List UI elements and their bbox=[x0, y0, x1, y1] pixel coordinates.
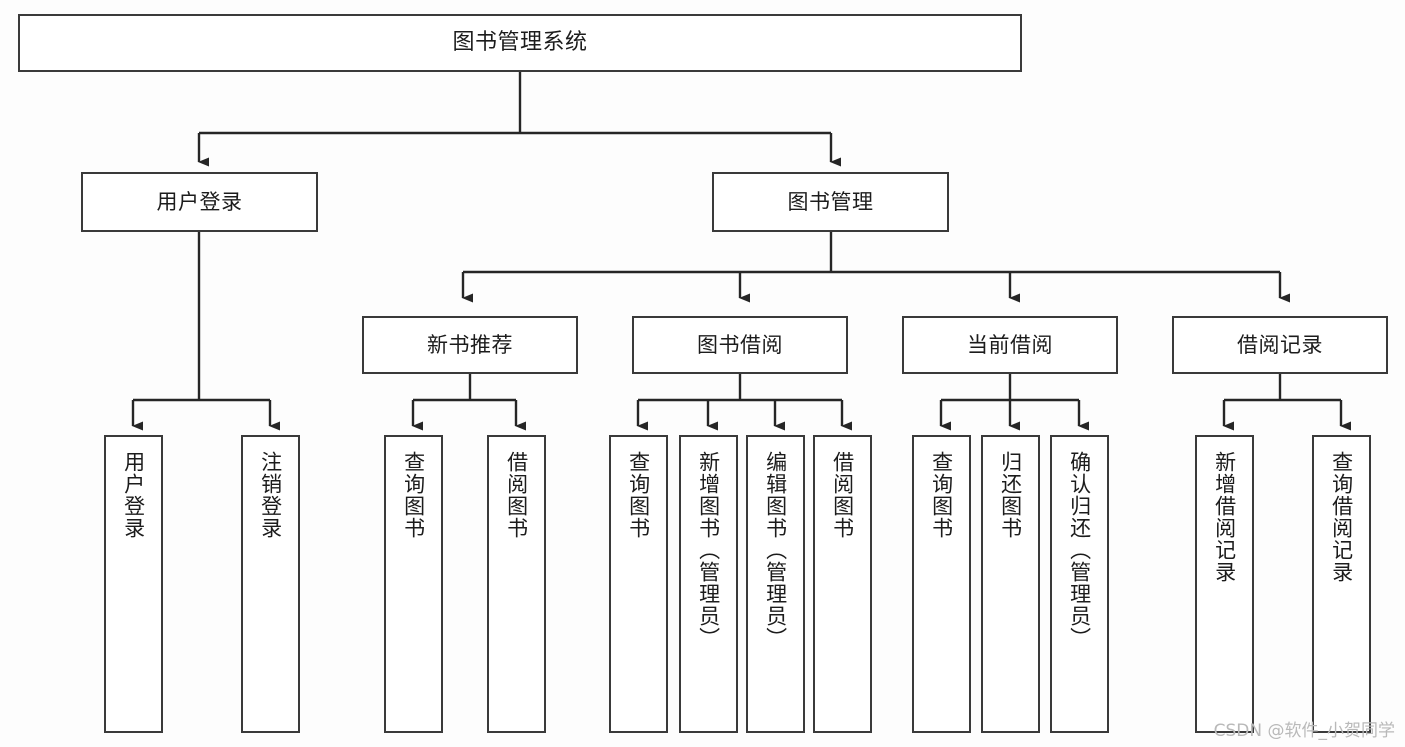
node-label: 用户登录 bbox=[156, 189, 243, 214]
leaf-confirm-return-admin[interactable]: 确认归还（管理员） bbox=[1050, 435, 1109, 733]
leaf-query-book-newbook[interactable]: 查询图书 bbox=[384, 435, 443, 733]
node-label: 新书推荐 bbox=[427, 332, 513, 357]
leaf-borrow-book[interactable]: 借阅图书 bbox=[813, 435, 872, 733]
node-label: 图书管理系统 bbox=[452, 30, 588, 56]
node-label: 归还图书 bbox=[998, 451, 1023, 539]
leaf-add-borrow-record[interactable]: 新增借阅记录 bbox=[1195, 435, 1254, 733]
node-label: 查询图书 bbox=[929, 451, 954, 539]
node-label: 查询图书 bbox=[401, 451, 426, 539]
node-label: 查询借阅记录 bbox=[1329, 451, 1354, 583]
node-label: 用户登录 bbox=[121, 451, 146, 539]
node-label: 借阅记录 bbox=[1237, 332, 1323, 357]
node-label: 当前借阅 bbox=[967, 332, 1053, 357]
node-book-management[interactable]: 图书管理 bbox=[712, 172, 949, 232]
leaf-query-book-current[interactable]: 查询图书 bbox=[912, 435, 971, 733]
node-label: 查询图书 bbox=[626, 451, 651, 539]
leaf-return-book[interactable]: 归还图书 bbox=[981, 435, 1040, 733]
leaf-borrow-book-newbook[interactable]: 借阅图书 bbox=[487, 435, 546, 733]
leaf-add-book-admin[interactable]: 新增图书（管理员） bbox=[679, 435, 738, 733]
node-label: 编辑图书（管理员） bbox=[763, 451, 788, 649]
node-label: 图书管理 bbox=[787, 189, 874, 214]
node-label: 新增图书（管理员） bbox=[696, 451, 721, 649]
node-current-borrow[interactable]: 当前借阅 bbox=[902, 316, 1118, 374]
node-book-borrow[interactable]: 图书借阅 bbox=[632, 316, 848, 374]
node-label: 图书借阅 bbox=[697, 332, 783, 357]
leaf-query-borrow-record[interactable]: 查询借阅记录 bbox=[1312, 435, 1371, 733]
node-label: 新增借阅记录 bbox=[1212, 451, 1237, 583]
node-label: 确认归还（管理员） bbox=[1067, 451, 1092, 649]
node-borrow-record[interactable]: 借阅记录 bbox=[1172, 316, 1388, 374]
node-label: 注销登录 bbox=[258, 451, 283, 539]
leaf-query-book-borrow[interactable]: 查询图书 bbox=[609, 435, 668, 733]
node-root-system[interactable]: 图书管理系统 bbox=[18, 14, 1022, 72]
node-label: 借阅图书 bbox=[504, 451, 529, 539]
leaf-edit-book-admin[interactable]: 编辑图书（管理员） bbox=[746, 435, 805, 733]
leaf-user-login[interactable]: 用户登录 bbox=[104, 435, 163, 733]
leaf-user-logout[interactable]: 注销登录 bbox=[241, 435, 300, 733]
node-label: 借阅图书 bbox=[830, 451, 855, 539]
node-user-login[interactable]: 用户登录 bbox=[81, 172, 318, 232]
node-new-book-recommend[interactable]: 新书推荐 bbox=[362, 316, 578, 374]
watermark-text: CSDN @软件_小贺同学 bbox=[1213, 721, 1395, 741]
